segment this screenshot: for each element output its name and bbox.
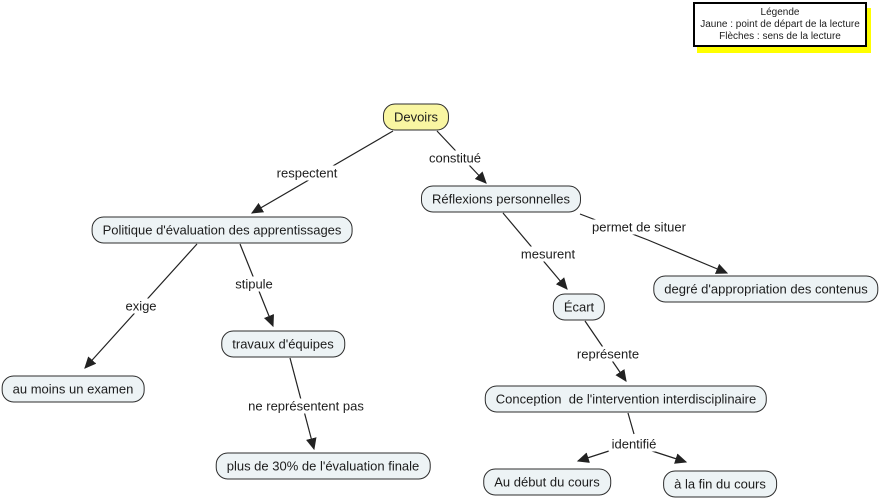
node-plus-de-30[interactable]: plus de 30% de l'évaluation finale [215,452,431,480]
node-a-la-fin-du-cours[interactable]: à la fin du cours [663,470,777,498]
edge-label-constitue[interactable]: constitué [425,150,485,166]
legend-line-jaune: Jaune : point de départ de la lecture [700,19,860,30]
legend-title: Légende [760,7,800,18]
edge-label-respectent[interactable]: respectent [273,165,341,181]
node-conception-intervention[interactable]: Conception de l'intervention interdiscip… [484,385,768,413]
edge-conception-identifie-stub [627,412,635,435]
edge-label-identifie[interactable]: identifié [608,436,660,452]
edge-label-mesurent[interactable]: mesurent [517,246,579,262]
node-reflexions-personnelles[interactable]: Réflexions personnelles [420,185,582,213]
edge-label-exige[interactable]: exige [122,298,160,314]
legend-line-fleches: Flèches : sens de la lecture [719,31,841,42]
node-au-debut-du-cours[interactable]: Au début du cours [483,468,611,496]
edge-identifie-fin [648,449,688,464]
node-travaux-equipes[interactable]: travaux d'équipes [221,330,345,358]
legend-box: Légende Jaune : point de départ de la le… [693,2,867,47]
node-politique-evaluation[interactable]: Politique d'évaluation des apprentissage… [91,216,353,244]
edge-label-represente[interactable]: représente [573,346,643,362]
node-degre-appropriation[interactable]: degré d'appropriation des contenus [653,275,879,303]
edge-label-stipule[interactable]: stipule [232,276,276,292]
node-au-moins-un-examen[interactable]: au moins un examen [1,375,145,403]
edge-label-ne-representent-pas[interactable]: ne représentent pas [245,398,367,414]
edge-label-permet-de-situer[interactable]: permet de situer [589,219,689,235]
node-devoirs[interactable]: Devoirs [382,103,450,131]
edge-identifie-debut [576,449,613,463]
node-ecart[interactable]: Écart [552,293,606,321]
